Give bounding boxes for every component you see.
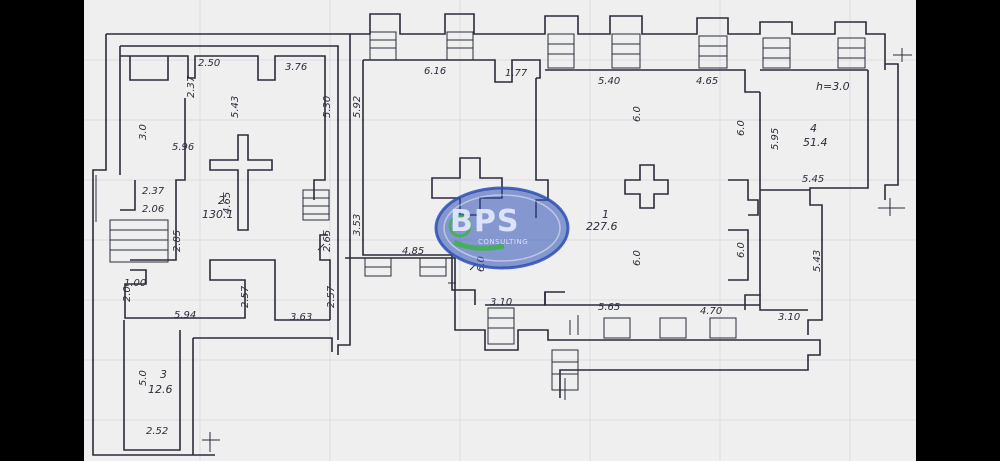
height-label: h=3.0 [816,80,850,93]
dim-label: 6.0 [736,242,747,258]
dim-label: 4.85 [402,246,424,257]
dim-label: 3.76 [285,62,307,73]
dim-label: 5.45 [802,174,824,185]
room-number: 1 [602,208,609,221]
dim-label: 5.43 [812,250,823,272]
dim-label: 1.00 [124,278,146,289]
dim-label: 2.65 [322,230,333,252]
dim-label: 3.10 [778,312,800,323]
dim-label: 1.77 [505,68,528,79]
dim-label: 5.30 [322,96,333,118]
dim-label: 4.70 [700,306,722,317]
dim-label: 6.16 [424,66,446,77]
dim-label: 2.50 [198,58,220,69]
dim-label: 3.0 [138,124,149,140]
room-area: 12.6 [148,383,173,396]
room-area: 227.6 [586,220,618,233]
dim-label: 5.95 [770,128,781,150]
dim-label: 5.0 [138,370,149,386]
dim-label: 2.0 [122,286,133,302]
dim-label: 5.96 [172,142,194,153]
watermark-subtitle: CONSULTING [478,238,529,246]
dim-label: 3.63 [290,312,312,323]
dim-label: 3.53 [352,214,363,236]
dim-label: 2.52 [146,426,168,437]
dim-label: 5.40 [598,76,620,87]
dim-label: 6.0 [632,106,643,122]
dim-label: 5.65 [598,302,620,313]
dim-label: 2.85 [172,230,183,252]
bps-logo-watermark [434,186,570,270]
dim-label: 6.0 [632,250,643,266]
dim-label: 5.92 [352,96,363,118]
dim-label: 6.0 [736,120,747,136]
room-area: 51.4 [803,136,828,149]
dim-label: 5.43 [230,96,241,118]
room-area: 130.1 [202,208,234,221]
dim-label: 2.57 [240,285,251,308]
room-number: 4 [810,122,817,135]
dim-label: 3.10 [490,297,512,308]
dim-label: 2.57 [326,285,337,308]
dim-label: 5.94 [174,310,196,321]
staircases [95,31,866,400]
dimension-labels: 2.50 3.76 2.37 5.43 5.30 3.0 5.96 2 130.… [122,58,850,437]
dim-label: 4.65 [696,76,718,87]
dim-label: 4.65 [222,192,233,214]
edge-markers [202,48,912,452]
dim-label: 2.06 [142,204,164,215]
dim-label: 2.37 [186,75,197,98]
outer-walls [92,13,899,456]
room-number: 2 [218,194,225,207]
watermark-brand: BPS [450,204,520,239]
dim-label: 2.37 [142,186,165,197]
room-number: 3 [160,368,167,381]
